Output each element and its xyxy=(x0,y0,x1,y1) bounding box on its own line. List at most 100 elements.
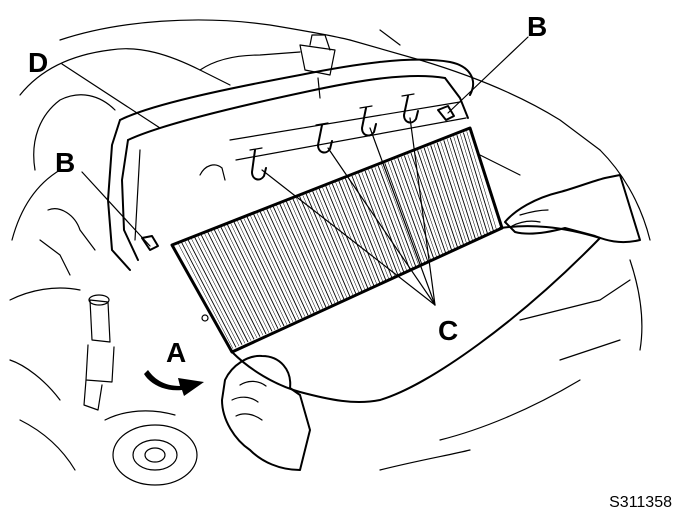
pleat-line xyxy=(387,161,426,264)
filter-pleats xyxy=(178,131,498,349)
pleat-line xyxy=(181,242,237,348)
pleat-line xyxy=(213,229,267,335)
pleat-line xyxy=(462,132,495,233)
pleat-line xyxy=(187,239,243,345)
latch-left xyxy=(141,235,159,251)
pleat-line xyxy=(397,157,435,260)
pleat-line xyxy=(436,142,471,244)
leader-b-right xyxy=(447,36,529,114)
pleat-line xyxy=(250,215,300,320)
pleat-line xyxy=(292,198,339,303)
clip-4 xyxy=(403,95,419,124)
pleat-line xyxy=(446,138,480,240)
leader-c-4 xyxy=(409,117,436,306)
pleat-line xyxy=(263,210,312,315)
pleat-line xyxy=(374,167,414,269)
pleat-line xyxy=(423,147,459,249)
pleat-line xyxy=(299,196,345,300)
pleat-line xyxy=(420,149,456,251)
pleat-line xyxy=(256,212,306,317)
pleat-line xyxy=(269,207,318,312)
pleat-line xyxy=(285,201,333,305)
pleat-line xyxy=(210,230,264,336)
pleat-line xyxy=(315,190,360,293)
pleat-line xyxy=(449,137,483,239)
pleat-line xyxy=(217,228,270,333)
pleat-line xyxy=(427,146,462,248)
pleat-line xyxy=(204,233,258,339)
pleat-line xyxy=(289,200,336,304)
pleat-line xyxy=(414,151,450,253)
leader-b-left xyxy=(81,171,151,247)
pleat-line xyxy=(407,154,444,256)
pleat-line xyxy=(440,141,474,243)
pleat-line xyxy=(272,206,321,311)
pleat-line xyxy=(207,231,261,337)
label-c: C xyxy=(438,315,458,346)
pleat-line xyxy=(302,195,348,299)
pleat-line xyxy=(364,170,405,273)
label-b-right: B xyxy=(527,11,547,42)
leader-lines xyxy=(61,36,529,306)
leader-c-2 xyxy=(327,147,436,306)
label-d: D xyxy=(28,47,48,78)
pleat-line xyxy=(200,234,255,340)
pleat-line xyxy=(394,159,432,261)
pleat-line xyxy=(322,187,366,291)
handle-strap xyxy=(231,237,601,403)
pleat-line xyxy=(381,164,420,267)
pleat-line xyxy=(194,237,249,343)
pleat-line xyxy=(197,235,252,341)
pleat-line xyxy=(453,136,486,237)
pleat-line xyxy=(400,156,438,259)
pleat-line xyxy=(331,183,375,287)
pleat-line xyxy=(233,221,285,327)
pleat-line xyxy=(226,224,279,329)
pleat-line xyxy=(279,203,327,308)
pleat-line xyxy=(361,172,402,275)
label-a: A xyxy=(166,337,186,368)
leader-c-1 xyxy=(261,169,436,306)
clip-3 xyxy=(361,107,377,137)
clip-2 xyxy=(317,124,333,154)
pleat-line xyxy=(282,202,330,307)
hands xyxy=(221,174,641,471)
latch-right xyxy=(437,105,455,121)
pleat-line xyxy=(276,205,324,309)
pleat-line xyxy=(341,179,384,283)
pleat-line xyxy=(259,211,309,316)
pleat-line xyxy=(371,168,411,271)
pleat-line xyxy=(355,174,396,277)
handle-strap-top xyxy=(499,225,601,239)
pleat-line xyxy=(246,216,297,321)
pleat-line xyxy=(312,191,357,295)
pleat-line xyxy=(220,226,273,332)
pleat-line xyxy=(377,165,417,268)
pleat-line xyxy=(344,178,387,281)
pleat-line xyxy=(240,219,291,324)
pleat-line xyxy=(237,220,288,325)
rotation-arrow-a xyxy=(144,370,204,396)
pleat-line xyxy=(358,173,399,276)
figure-reference-code: S311358 xyxy=(609,494,672,511)
pleat-line xyxy=(253,214,303,319)
clip-1 xyxy=(251,149,267,181)
pleat-line xyxy=(318,188,363,292)
pleat-line xyxy=(325,186,369,289)
housing-line-art xyxy=(9,19,651,486)
right-hand xyxy=(504,174,641,244)
pleat-line xyxy=(223,225,276,331)
pleat-line xyxy=(266,209,315,313)
latches-b xyxy=(141,105,455,251)
pleat-line xyxy=(443,140,477,241)
pleat-line xyxy=(390,160,429,263)
pleat-line xyxy=(430,145,465,247)
pleat-line xyxy=(309,192,354,296)
pleat-line xyxy=(335,182,378,285)
label-b-left: B xyxy=(55,147,75,178)
pleat-line xyxy=(456,134,489,236)
leader-c-3 xyxy=(369,127,436,306)
pleat-line xyxy=(243,218,294,323)
pleat-line xyxy=(305,193,351,297)
